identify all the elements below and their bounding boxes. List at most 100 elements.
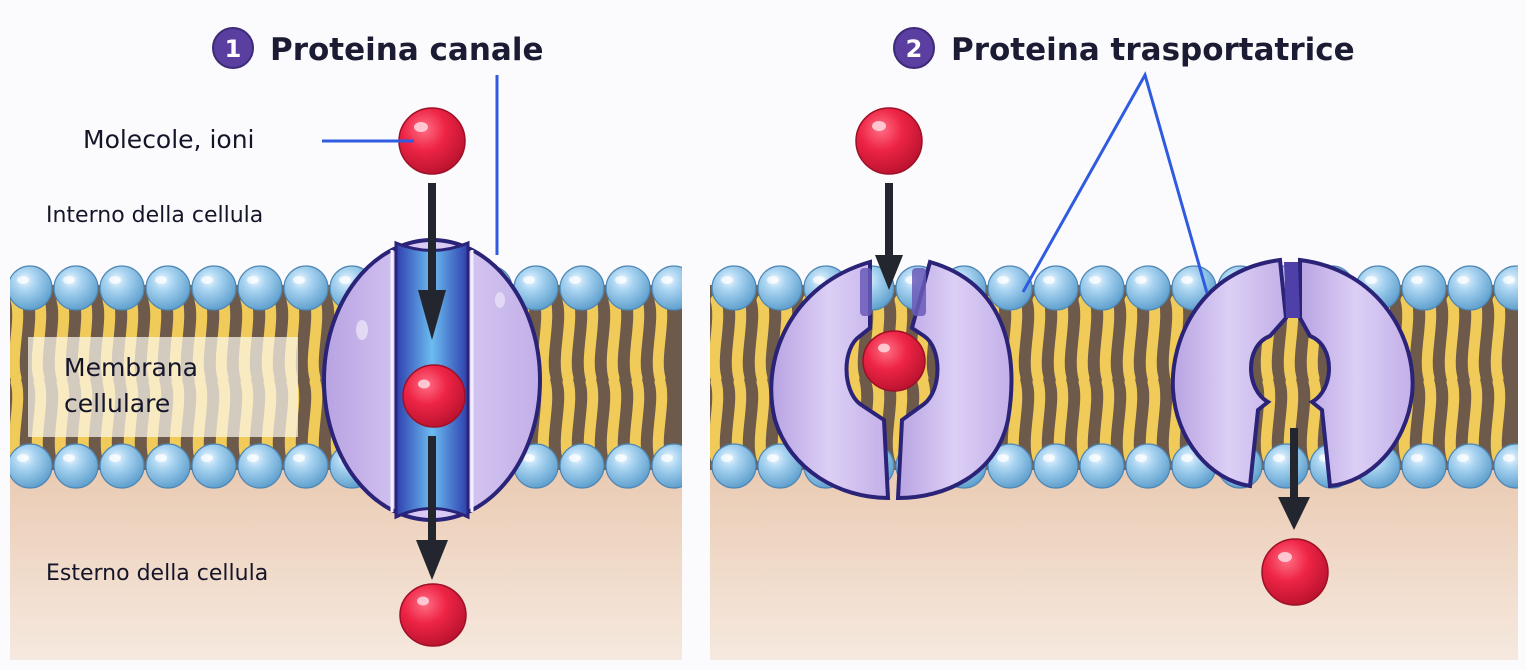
phospholipid-head <box>191 265 237 311</box>
inside-cell-label: Interno della cellula <box>46 203 263 228</box>
lipid-tail <box>1145 294 1161 384</box>
lipid-tail <box>1007 294 1023 384</box>
panel-1-title: 1 Proteina canale <box>212 27 544 69</box>
carrier-half-right <box>1298 257 1415 489</box>
phospholipid-head <box>1401 443 1447 489</box>
membrane-label-line1: Membrana <box>64 353 198 382</box>
phospholipid-head <box>559 443 605 489</box>
lipid-tail <box>1260 376 1276 464</box>
lipid-tail <box>1490 376 1506 464</box>
highlight <box>356 320 368 340</box>
phospholipid-head <box>53 265 99 311</box>
carrier-protein-leader-lines <box>1021 71 1209 294</box>
phospholipid-head <box>53 443 99 489</box>
lipid-tail <box>1444 294 1460 384</box>
head-highlight <box>63 454 75 462</box>
molecule-bottom <box>399 583 467 647</box>
molecule-released <box>1261 538 1329 606</box>
number-badge <box>212 27 254 69</box>
phospholipid-head <box>10 265 53 311</box>
phospholipid-head <box>99 443 145 489</box>
lipid-tail <box>1030 376 1046 464</box>
lipid-tail <box>537 294 553 384</box>
phospholipid-head <box>237 443 283 489</box>
panel-title: Proteina trasportatrice <box>951 32 1355 68</box>
phospholipid-head <box>1401 265 1447 311</box>
lipid-tail <box>652 376 668 464</box>
carrier-half-left <box>1170 257 1289 489</box>
head-highlight <box>1411 276 1423 284</box>
badge-number: 1 <box>225 35 242 63</box>
badge-number: 2 <box>906 35 923 63</box>
head-highlight <box>247 454 259 462</box>
molecule-top <box>398 107 466 175</box>
phospholipid-head <box>987 265 1033 311</box>
carrier-half-right <box>895 259 1014 501</box>
head-highlight <box>721 276 733 284</box>
head-highlight <box>1503 276 1515 284</box>
carrier-half-left <box>769 259 891 501</box>
molecule-top <box>855 107 923 175</box>
carrier-protein-open-inside <box>769 259 1014 501</box>
extracellular-region <box>10 470 682 660</box>
head-highlight <box>523 454 535 462</box>
lipid-tail <box>10 376 24 464</box>
head-highlight <box>1089 276 1101 284</box>
lipid-tail <box>606 376 622 464</box>
lipid-tail <box>710 376 724 464</box>
head-highlight <box>997 276 1009 284</box>
lipid-tail <box>583 294 599 384</box>
lipid-tail <box>1306 376 1322 464</box>
lipid-tail <box>1490 294 1506 384</box>
head-highlight <box>201 454 213 462</box>
arrow-down-icon <box>1278 428 1310 530</box>
highlight <box>495 292 505 308</box>
phospholipid-head <box>1263 443 1309 489</box>
arrow-down-icon <box>875 183 903 290</box>
phospholipid-head <box>711 443 757 489</box>
lipid-tail <box>754 294 770 384</box>
panel-title: Proteina canale <box>270 32 544 68</box>
phospholipid-head <box>237 265 283 311</box>
carrier-gate-closed <box>1284 262 1300 318</box>
head-highlight <box>109 454 121 462</box>
head-highlight <box>1043 276 1055 284</box>
extracellular-region <box>710 470 1518 660</box>
phospholipid-head <box>145 265 191 311</box>
lipid-tail <box>1122 376 1138 464</box>
phospholipid-head <box>283 443 329 489</box>
head-highlight <box>1503 454 1515 462</box>
number-badge <box>893 27 935 69</box>
lipid-tail <box>606 294 622 384</box>
head-highlight <box>109 276 121 284</box>
head-highlight <box>1365 276 1377 284</box>
carrier-protein-open-outside <box>1170 257 1415 489</box>
lipid-tail <box>629 294 645 384</box>
head-highlight <box>293 454 305 462</box>
head-highlight <box>1135 454 1147 462</box>
head-highlight <box>813 276 825 284</box>
phospholipid-head <box>605 265 651 311</box>
molecule-bound <box>862 330 926 392</box>
head-highlight <box>155 454 167 462</box>
phospholipid-head <box>559 265 605 311</box>
lipid-tail <box>1122 294 1138 384</box>
phospholipid-head <box>1125 265 1171 311</box>
membrane-label-line2: cellulare <box>64 389 170 418</box>
head-highlight <box>1043 454 1055 462</box>
lipid-tail <box>1076 376 1092 464</box>
head-highlight <box>1181 276 1193 284</box>
head-highlight <box>1411 454 1423 462</box>
head-highlight <box>997 454 1009 462</box>
panel-channel-protein: 1 Proteina canale Membrana cellulare <box>10 27 682 660</box>
head-highlight <box>615 276 627 284</box>
head-highlight <box>1181 454 1193 462</box>
head-highlight <box>1457 454 1469 462</box>
head-highlight <box>767 276 779 284</box>
head-highlight <box>17 276 29 284</box>
panel-2-title: 2 Proteina trasportatrice <box>893 27 1355 69</box>
phospholipid-head <box>1079 443 1125 489</box>
phospholipid-head <box>10 443 53 489</box>
phospholipid-head <box>1447 443 1493 489</box>
